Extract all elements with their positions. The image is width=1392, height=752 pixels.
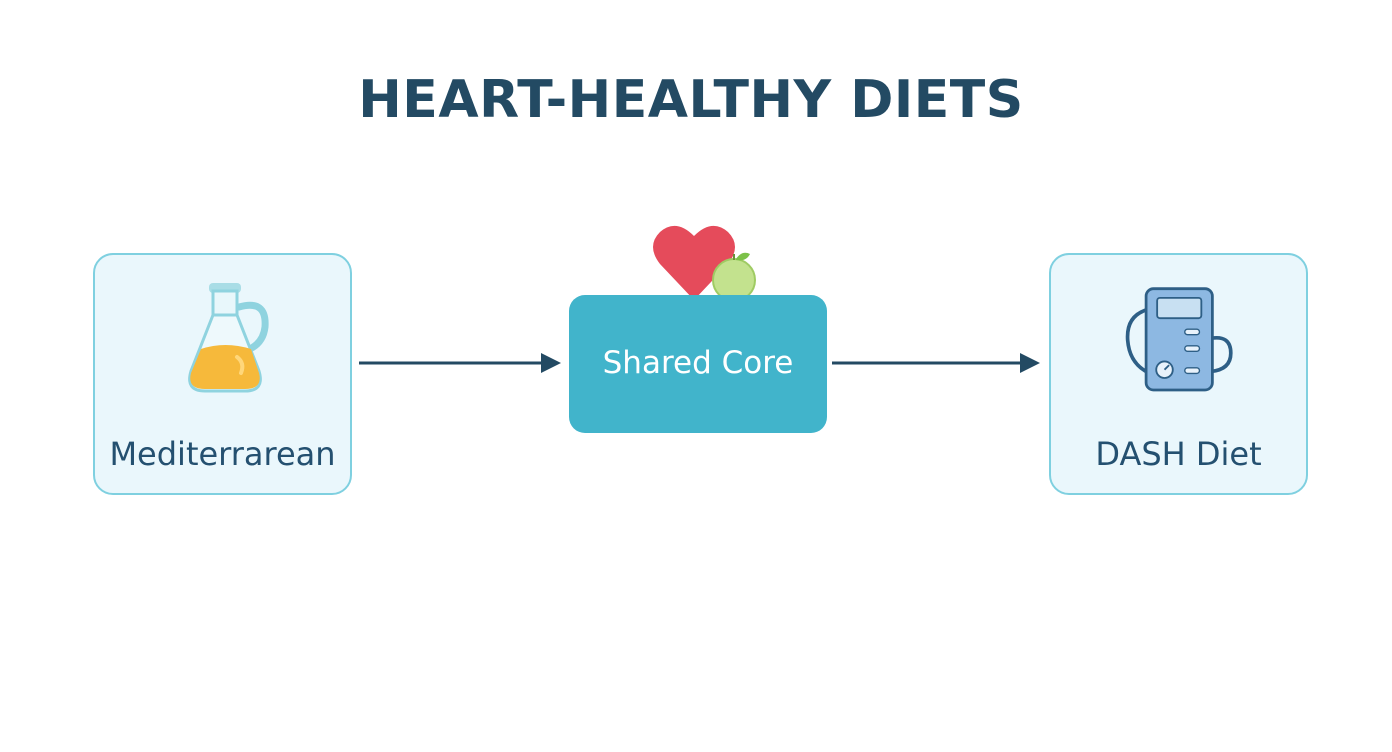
olive-oil-jug-icon [188, 283, 269, 393]
dash-diet-label: DASH Diet [1095, 435, 1262, 473]
heart-apple-icon [653, 225, 756, 302]
mediterranean-label: Mediterrarean [109, 435, 336, 473]
shared-core-label: Shared Core [602, 345, 794, 381]
blood-pressure-monitor-icon [1125, 287, 1233, 392]
diagram-title: HEART-HEALTHY DIETS [358, 70, 1024, 130]
arrow-to-shared-core [359, 353, 561, 373]
shared-core-node: Shared Core [569, 295, 827, 433]
dash-diet-card: DASH Diet [1049, 253, 1308, 495]
arrow-to-dash-diet [832, 353, 1040, 373]
mediterranean-card: Mediterrarean [93, 253, 352, 495]
